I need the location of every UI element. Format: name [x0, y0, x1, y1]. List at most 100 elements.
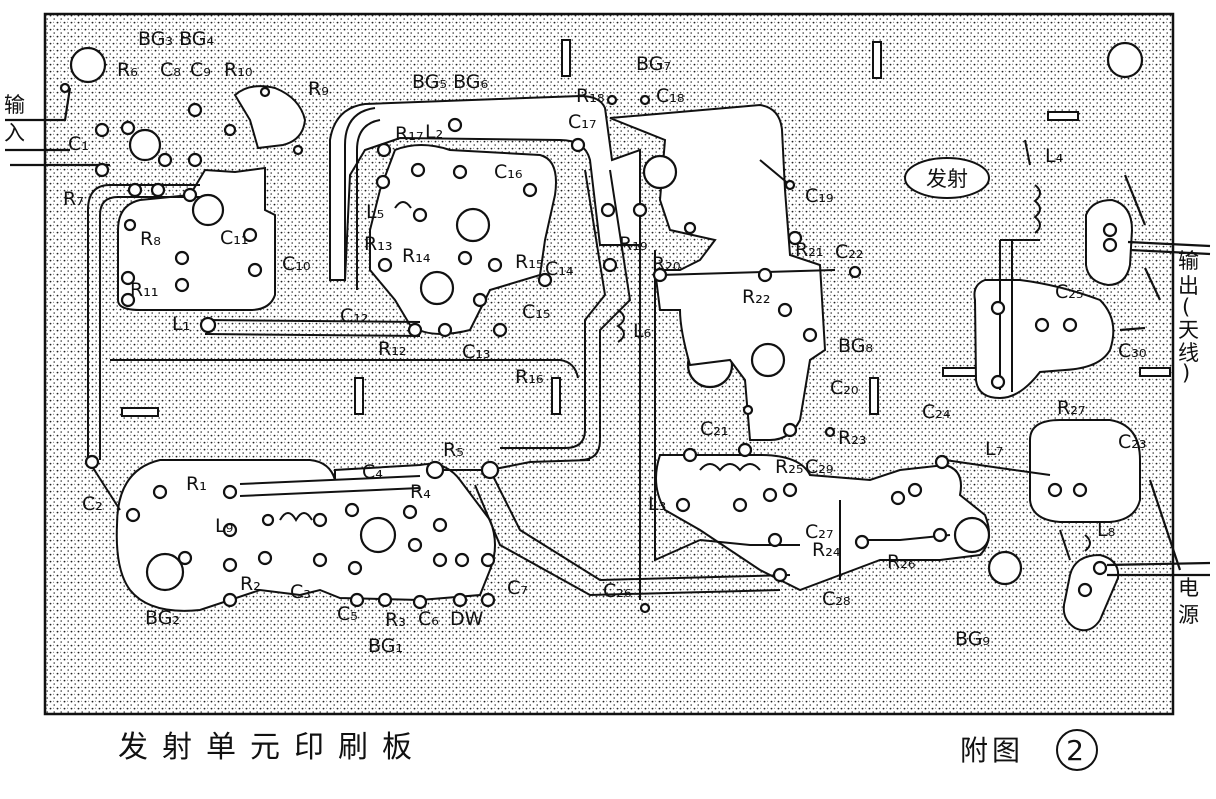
- mounting-slots: [121, 39, 1171, 699]
- label-c16: C₁₆: [494, 161, 523, 183]
- label-r8: R₈: [140, 228, 161, 250]
- label-r23: R₂₃: [838, 427, 866, 449]
- label-c22: C₂₂: [835, 241, 864, 263]
- label-c25: C₂₅: [1055, 281, 1084, 303]
- label-c26: C₂₆: [603, 580, 632, 602]
- label-c30: C₃₀: [1118, 340, 1147, 362]
- label-r3: R₃: [385, 609, 406, 631]
- figure-caption: 发射单元印刷板: [118, 730, 426, 765]
- trace-islands: [115, 85, 1141, 632]
- label-r5: R₅: [443, 439, 464, 461]
- label-c18: C₁₈: [656, 85, 685, 107]
- label-r10: R₁₀: [224, 59, 252, 81]
- label-bg3bg4: BG₃ BG₄: [138, 28, 215, 50]
- transmit-badge-frame: [904, 157, 990, 199]
- label-r21: R₂₁: [795, 239, 823, 261]
- label-r16: R₁₆: [515, 366, 543, 388]
- label-r4: R₄: [410, 481, 431, 503]
- power-label-1: 电: [1178, 576, 1199, 600]
- label-r18: R₁₈: [576, 85, 604, 107]
- label-c13: C₁₃: [462, 341, 491, 363]
- label-r27: R₂₇: [1057, 397, 1085, 419]
- label-c21: C₂₁: [700, 418, 729, 440]
- label-c14: C₁₄: [545, 258, 574, 280]
- label-c24: C₂₄: [922, 401, 951, 423]
- label-bg2: BG₂: [145, 607, 180, 629]
- label-r25: R₂₅: [775, 456, 803, 478]
- label-c12: C₁₂: [340, 305, 369, 327]
- label-c20: C₂₀: [830, 377, 859, 399]
- label-c7: C₇: [507, 577, 528, 599]
- label-bg7: BG₇: [636, 53, 671, 75]
- input-label-1: 输: [4, 93, 25, 117]
- label-r14: R₁₄: [402, 245, 431, 267]
- label-c27: C₂₇: [805, 521, 834, 543]
- label-c4: C₄: [362, 461, 383, 483]
- label-r26: R₂₆: [887, 551, 915, 573]
- label-c17: C₁₇: [568, 111, 597, 133]
- label-r11: R₁₁: [130, 279, 158, 301]
- power-label-2: 源: [1178, 603, 1199, 627]
- label-c28: C₂₈: [822, 588, 851, 610]
- label-r20: R₂₀: [652, 253, 680, 275]
- output-label-3: (: [1182, 295, 1190, 319]
- label-c3: C₃: [290, 581, 311, 603]
- figure-number: 2: [1066, 734, 1088, 767]
- output-label-2: 出: [1178, 274, 1199, 298]
- label-c10: C₁₀: [282, 253, 311, 275]
- component-labels: BG₃ BG₄ BG₅ BG₆ BG₇ BG₈ BG₉ BG₁ BG₂ R₁ R…: [63, 28, 1147, 657]
- output-label-5: 线: [1178, 341, 1199, 365]
- label-l6: L₆: [633, 320, 651, 342]
- label-c23: C₂₃: [1118, 431, 1147, 453]
- label-r6: R₆: [117, 59, 138, 81]
- label-bg9: BG₉: [955, 628, 990, 650]
- label-dw: DW: [450, 608, 484, 630]
- label-r9: R₉: [308, 78, 329, 100]
- label-c11: C₁₁: [220, 227, 249, 249]
- label-bg8: BG₈: [838, 335, 873, 357]
- output-label-6: ): [1182, 361, 1190, 385]
- label-l8: L₈: [1097, 519, 1115, 541]
- label-r13: R₁₃: [364, 233, 392, 255]
- component-pads: [59, 82, 1118, 614]
- label-c19: C₁₉: [805, 185, 834, 207]
- label-r17: R₁₇: [395, 123, 423, 145]
- label-c1: C₁: [68, 133, 89, 155]
- label-r15: R₁₅: [515, 251, 543, 273]
- label-c6: C₆: [418, 608, 439, 630]
- label-r7: R₇: [63, 188, 84, 210]
- label-r1: R₁: [186, 473, 207, 495]
- label-bg5bg6: BG₅ BG₆: [412, 71, 488, 93]
- label-l3: L₃: [648, 493, 666, 515]
- label-l9: L₉: [215, 515, 233, 537]
- label-c29: C₂₉: [805, 456, 834, 478]
- label-l2: L₂: [425, 121, 443, 143]
- output-label-4: 天: [1178, 318, 1199, 342]
- input-label-2: 入: [4, 121, 25, 145]
- wire-leads: [5, 87, 1211, 577]
- transistors: [128, 128, 991, 592]
- transmit-badge-text: 发射: [926, 167, 968, 191]
- label-bg1: BG₁: [368, 635, 403, 657]
- label-l1: L₁: [172, 313, 190, 335]
- label-r24: R₂₄: [812, 539, 841, 561]
- label-c2: C₂: [82, 493, 103, 515]
- coils: [279, 139, 1091, 552]
- label-r2: R₂: [240, 573, 261, 595]
- label-c5: C₅: [337, 603, 358, 625]
- label-r22: R₂₂: [742, 286, 770, 308]
- output-label-1: 输: [1178, 249, 1199, 273]
- figure-number-circle: [1056, 729, 1098, 771]
- label-l4: L₄: [1045, 145, 1064, 167]
- label-l7: L₇: [985, 438, 1003, 460]
- figure-label: 附图: [960, 734, 1024, 767]
- copper-traces: [87, 107, 1071, 600]
- label-r19: R₁₉: [619, 233, 647, 255]
- label-r12: R₁₂: [378, 338, 406, 360]
- label-c9: C₉: [190, 59, 211, 81]
- label-l5: L₅: [366, 201, 384, 223]
- label-c15: C₁₅: [522, 301, 551, 323]
- label-c8: C₈: [160, 59, 181, 81]
